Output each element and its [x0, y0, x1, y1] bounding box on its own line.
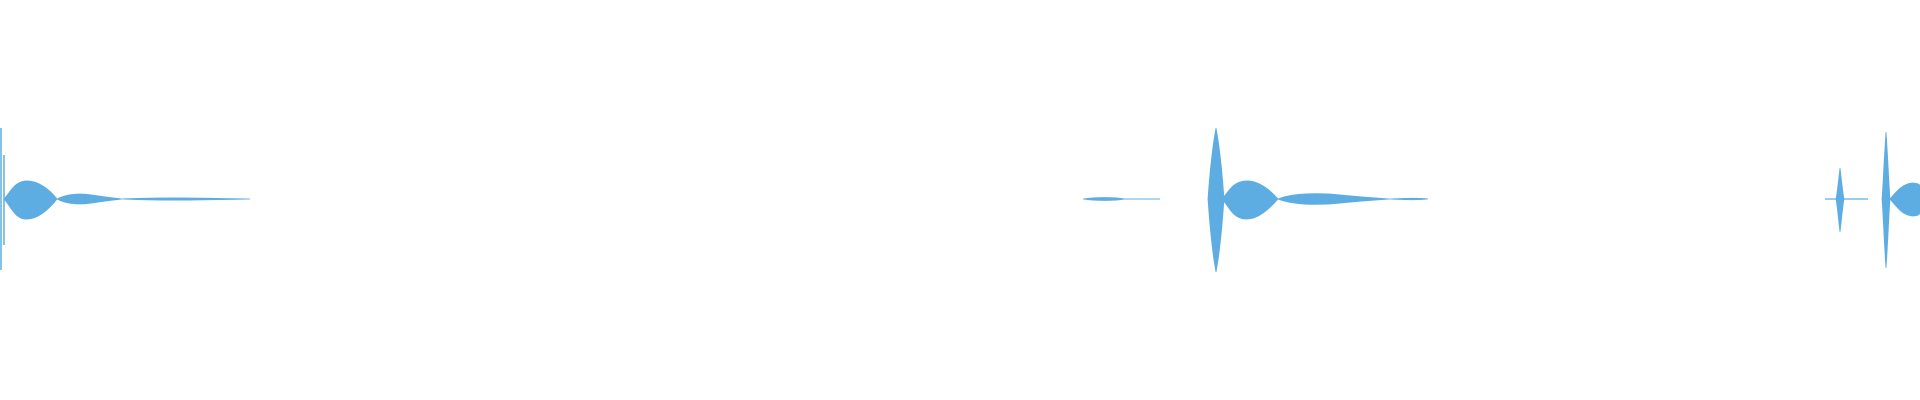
- waveform-clip-1: [0, 128, 251, 270]
- waveform-lobe: [56, 193, 123, 205]
- transient-spike: [1881, 131, 1891, 269]
- waveform-lobe: [1889, 182, 1920, 217]
- waveform-precursor: [1082, 197, 1126, 201]
- waveform-lobe: [1221, 180, 1279, 220]
- waveform-lobe: [1276, 193, 1391, 205]
- waveform-lobe: [3, 180, 58, 220]
- waveform-clip-3: [1825, 131, 1920, 269]
- transient-spike: [1835, 167, 1845, 233]
- waveform-tail: [1389, 197, 1429, 201]
- transient-spike: [1207, 127, 1225, 273]
- waveform-clip-2: [1082, 127, 1429, 273]
- waveform-tail: [121, 197, 251, 201]
